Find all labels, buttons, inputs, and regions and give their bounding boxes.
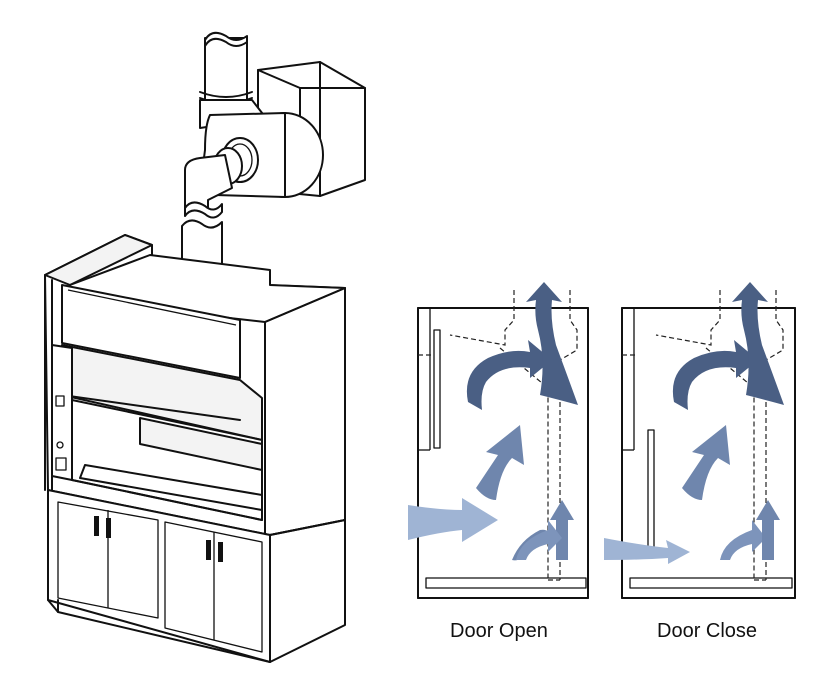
inflow-arrow	[408, 498, 498, 542]
cabinet-handle-icon	[218, 542, 223, 562]
exhaust-up-arrow	[732, 282, 784, 405]
top-left-curl-arrow	[466, 340, 552, 410]
caption-door-open: Door Open	[450, 620, 548, 642]
cabinet-handle-icon	[206, 540, 211, 560]
exhaust-up-arrow	[526, 282, 578, 405]
upward-curl-arrow	[476, 425, 524, 500]
lower-left-curl-arrow	[516, 520, 562, 560]
rear-up-arrow	[756, 500, 780, 560]
upward-curl-arrow	[682, 425, 730, 500]
airflow-panel-door-open	[408, 282, 589, 599]
cabinet-handle-icon	[106, 518, 111, 538]
airflow-panel-door-close	[604, 282, 796, 599]
inflow-arrow	[604, 538, 690, 564]
top-left-curl-arrow	[672, 340, 758, 410]
caption-door-close: Door Close	[657, 620, 758, 642]
base-cabinet	[47, 489, 346, 663]
upper-exhaust-duct	[199, 31, 267, 129]
lower-left-curl-arrow	[720, 520, 766, 560]
rear-up-arrow	[550, 500, 574, 560]
hood-body	[44, 234, 346, 536]
fume-hood-illustration	[44, 31, 366, 663]
cabinet-handle-icon	[94, 516, 99, 536]
